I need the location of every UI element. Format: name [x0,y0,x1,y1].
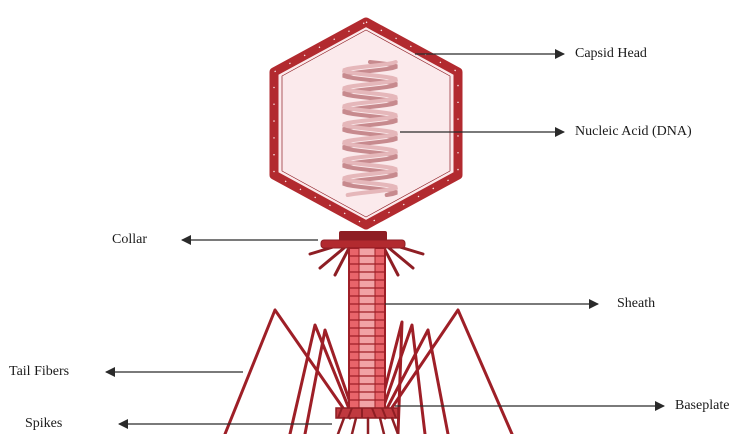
spikes [338,418,398,434]
label-baseplate: Baseplate [675,398,729,414]
baseplate [336,408,398,418]
label-spikes: Spikes [25,416,62,432]
label-capsid-head: Capsid Head [575,46,647,62]
collar [321,231,405,248]
label-sheath: Sheath [617,296,655,312]
label-collar: Collar [112,232,147,248]
label-nucleic-acid: Nucleic Acid (DNA) [575,124,692,140]
label-tail-fibers: Tail Fibers [9,364,69,380]
tail-fiber [225,310,350,434]
tail-sheath [349,248,385,410]
tail-fiber [385,310,512,434]
